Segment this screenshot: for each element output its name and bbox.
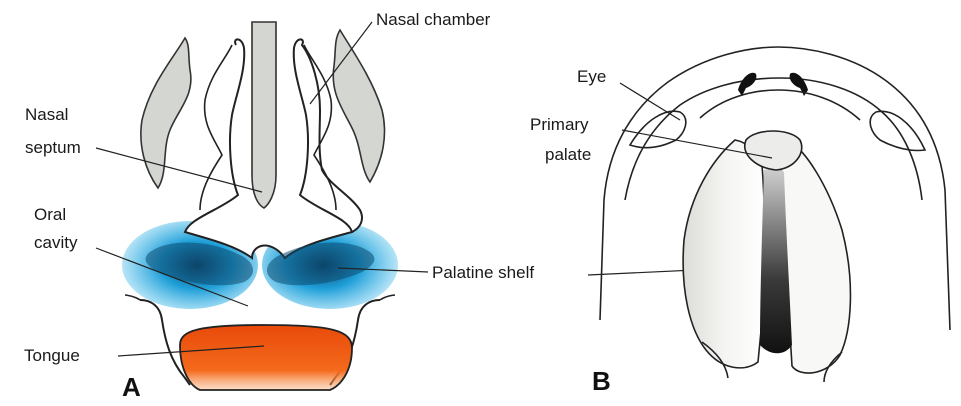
- eye-label: Eye: [577, 67, 606, 86]
- oral-cavity-label-line2: cavity: [34, 233, 78, 252]
- nasal-septum-label-line1: Nasal: [25, 105, 68, 124]
- palatine-shelf-label: Palatine shelf: [432, 263, 534, 282]
- nasal-septum-label-line2: septum: [25, 138, 81, 157]
- left-nasal-chamber-wall: [200, 45, 232, 210]
- snout-outline: [700, 90, 860, 120]
- primary-palate-label-line1: Primary: [530, 115, 589, 134]
- left-eye: [630, 111, 686, 147]
- nasal-chamber-label: Nasal chamber: [376, 10, 491, 29]
- eye-leader: [620, 83, 680, 120]
- panel-a-letter: A: [122, 372, 141, 402]
- nasal-septum: [252, 22, 276, 208]
- tongue-label: Tongue: [24, 346, 80, 365]
- panel-b-letter: B: [592, 366, 611, 396]
- panel-b: Eye Primary palate B: [530, 47, 950, 396]
- primary-palate-label-line2: palate: [545, 145, 591, 164]
- left-lateral-nasal-structure: [141, 38, 191, 188]
- right-lateral-nasal-structure: [333, 30, 384, 182]
- oral-cavity-label-line1: Oral: [34, 205, 66, 224]
- palatine-shelf-annotation: Palatine shelf: [338, 263, 738, 282]
- panel-a: Nasal chamber Nasal septum Oral cavity T…: [24, 10, 491, 402]
- tongue: [180, 325, 352, 390]
- left-palatine-shelf-b: [683, 140, 765, 368]
